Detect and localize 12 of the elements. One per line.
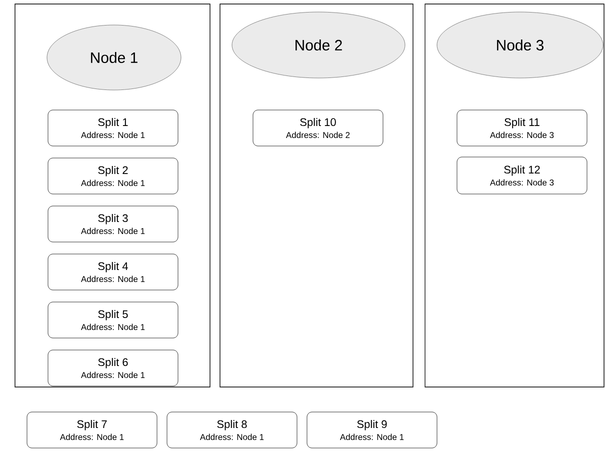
split-box: Split 8 Address: Node 1 xyxy=(166,412,298,448)
split-box: Split 11 Address: Node 3 xyxy=(456,110,588,146)
split-box: Split 1 Address: Node 1 xyxy=(48,110,178,146)
split-box: Split 12 Address: Node 3 xyxy=(456,156,588,194)
split-box: Split 10 Address: Node 2 xyxy=(252,110,384,146)
split-box: Split 6 Address: Node 1 xyxy=(48,350,178,386)
split-box: Split 5 Address: Node 1 xyxy=(48,302,178,338)
split-box: Split 3 Address: Node 1 xyxy=(48,206,178,242)
split-box: Split 4 Address: Node 1 xyxy=(48,254,178,290)
split-box: Split 7 Address: Node 1 xyxy=(26,412,158,448)
split-box: Split 9 Address: Node 1 xyxy=(306,412,438,448)
split-box: Split 2 Address: Node 1 xyxy=(48,158,178,194)
